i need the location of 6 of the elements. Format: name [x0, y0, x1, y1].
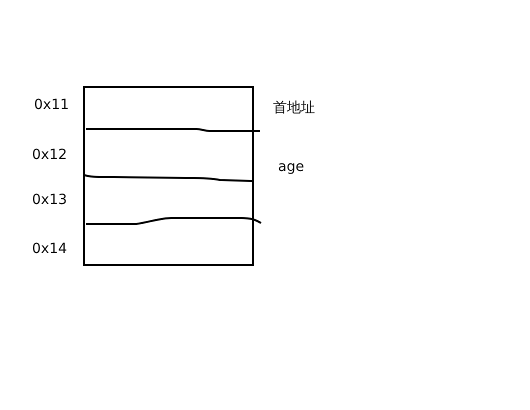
memory-address: 0x11	[34, 96, 70, 114]
memory-address: 0x12	[32, 146, 68, 164]
memory-address: 0x14	[32, 240, 68, 258]
memory-address: 0x13	[32, 191, 68, 209]
annotation-text: 首地址	[273, 99, 315, 117]
annotation-text: age	[278, 158, 304, 176]
